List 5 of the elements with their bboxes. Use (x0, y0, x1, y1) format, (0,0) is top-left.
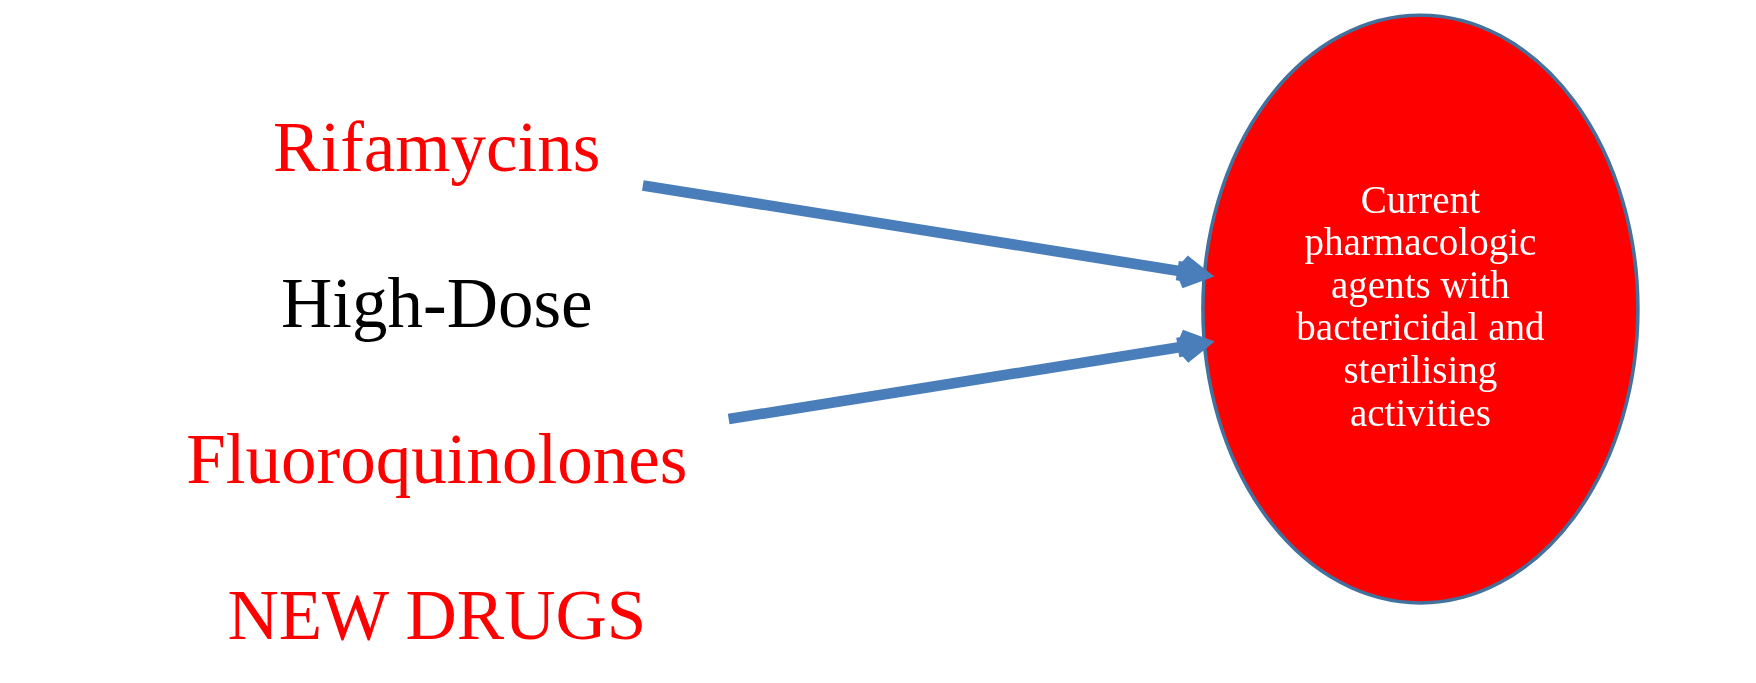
node-ellipse: Current pharmacologic agents with bactericidal and sterilising activities (1201, 13, 1640, 605)
node-text: Fluoroquinolones (186, 420, 688, 499)
label: High-Dose (281, 263, 593, 342)
label: NEW DRUGS (227, 576, 647, 655)
node-text: Rifamycins (273, 107, 601, 186)
